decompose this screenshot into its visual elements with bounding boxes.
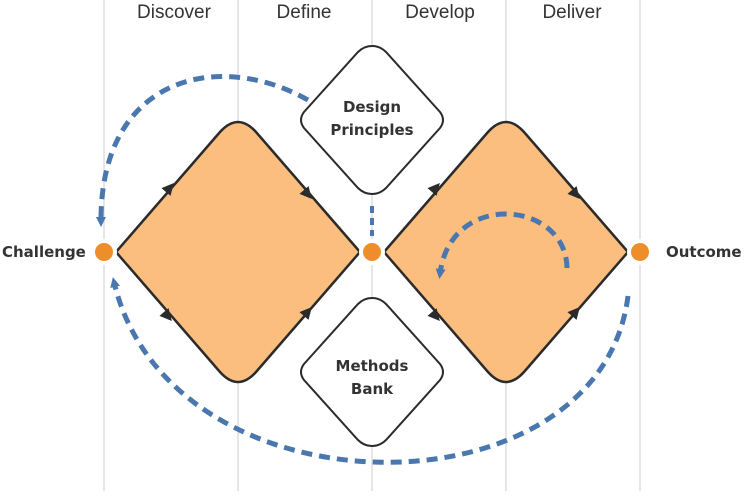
flow-arrow-icon	[159, 308, 172, 322]
outcome-label: Outcome	[666, 243, 742, 261]
midpoint-node	[359, 239, 385, 265]
flow-arrows	[159, 182, 580, 322]
flow-arrow-icon	[567, 186, 580, 200]
phase-label-deliver: Deliver	[542, 2, 602, 23]
phase-label-develop: Develop	[405, 2, 475, 23]
flow-arrow-icon	[299, 186, 312, 200]
design-principles-label: Design Principles	[317, 96, 427, 142]
flow-arrow-icon	[427, 182, 440, 196]
iteration-loop-arrow	[435, 211, 570, 279]
methods-bank-box	[300, 296, 444, 448]
methods-bank-line-1: Methods	[335, 357, 409, 375]
phase-label-define: Define	[276, 2, 332, 23]
flow-arrow-icon	[161, 182, 174, 196]
return-loop-arrow	[110, 277, 631, 465]
methods-bank-line-2: Bank	[350, 380, 394, 398]
design-principles-line-2: Principles	[330, 121, 414, 139]
flow-arrow-icon	[427, 308, 440, 322]
flow-arrow-icon	[567, 306, 580, 320]
challenge-node	[91, 239, 117, 265]
phase-label-discover: Discover	[137, 2, 211, 23]
methods-bank-label: Methods Bank	[317, 355, 427, 401]
challenge-label: Challenge	[2, 243, 86, 261]
design-principles-box	[300, 44, 444, 196]
design-principles-line-1: Design	[342, 98, 402, 116]
flow-arrow-icon	[299, 306, 312, 320]
outcome-node	[627, 239, 653, 265]
principles-loop-arrow	[95, 74, 310, 227]
